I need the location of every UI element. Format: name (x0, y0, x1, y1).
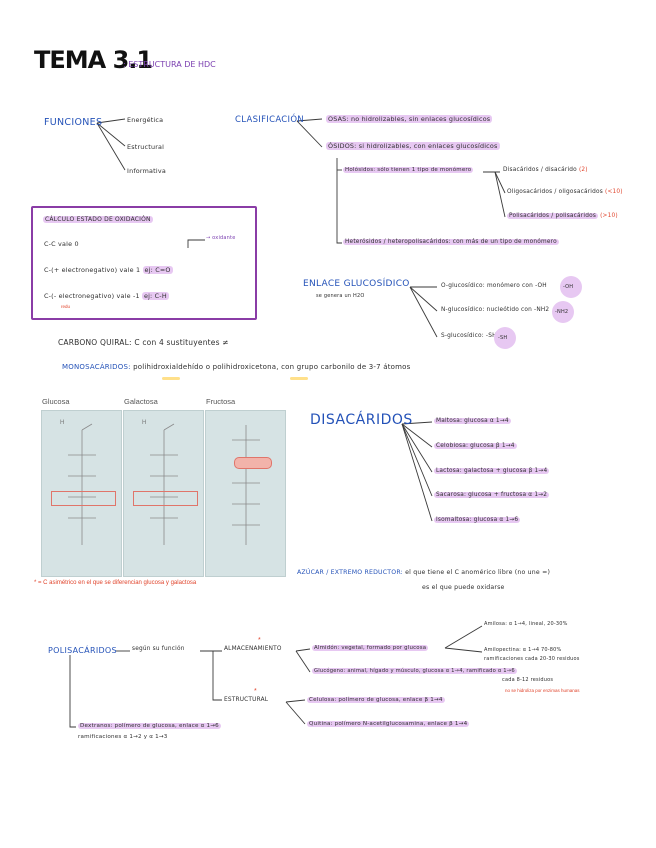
oxidacion-row: C-C vale 0 (44, 240, 79, 248)
clasificacion-label: CLASIFICACIÓN (235, 115, 304, 125)
dextranos-text-2: ramificaciones α 1→2 y α 1→3 (78, 734, 168, 740)
badge-circle (560, 276, 582, 298)
funcion-item: Estructural (127, 143, 165, 151)
amilopectina-text-2: ramificaciones cada 20-30 residuos (484, 656, 580, 662)
carbono-quiral: CARBONO QUIRAL: C con 4 sustituyentes ≠ (58, 338, 229, 347)
monosacaridos-line: MONOSACÁRIDOS: polihidroxialdehído o pol… (62, 363, 411, 371)
oxidacion-box (31, 206, 257, 320)
asterisk: * (258, 637, 261, 644)
quitina-text: Quitina: polímero N-acetilglucosamina, e… (307, 721, 470, 727)
atom-label: H (60, 420, 65, 426)
atom-label: H (142, 420, 147, 426)
highlight-mark (162, 377, 180, 380)
osidos-text: ÓSIDOS: si hidrolizables, con enlaces gl… (326, 142, 500, 150)
glucosa-panel (41, 410, 122, 577)
oligo-item: Polisacáridos / polisacáridos (>10) (507, 213, 618, 219)
disacarido-item: Lactosa: galactosa + glucosa β 1→4 (434, 468, 550, 474)
diff-highlight-galactosa (133, 491, 198, 506)
almidon-text: Almidón: vegetal, formado por glucosa (312, 645, 429, 651)
oxidacion-row: C-(- electronegativo) vale -1 ej: C-H (44, 292, 169, 300)
funciones-label: FUNCIONES (44, 117, 103, 128)
diff-highlight-glucosa (51, 491, 116, 506)
celulosa-note: no se hidroliza por enzimas humanas (505, 688, 580, 693)
amilopectina-text: Amilopectina: α 1→4 70-80% (484, 647, 562, 653)
glucogeno-text-2: cada 8-12 residuos (502, 677, 554, 683)
dextranos-text: Dextranos: polímero de glucosa, enlace α… (78, 723, 221, 729)
estructural-label: ESTRUCTURAL (224, 697, 269, 703)
oligo-item: Oligosacáridos / oligosacáridos (<10) (507, 189, 623, 195)
almacenamiento-label: ALMACENAMIENTO (224, 646, 282, 652)
badge-circle (552, 301, 574, 323)
celulosa-text: Celulosa: polímero de glucosa, enlace β … (307, 697, 445, 703)
polisacaridos-label: POLISACÁRIDOS (48, 646, 117, 655)
highlight-mark (290, 377, 308, 380)
glucogeno-text: Glucógeno: animal, hígado y músculo, glu… (312, 668, 517, 674)
asterisk: * (254, 688, 257, 695)
badge-circle (494, 327, 516, 349)
panel-label-glucosa: Glucosa (42, 397, 70, 406)
osas-text: OSAS: no hidrolizables, sin enlaces gluc… (326, 115, 493, 123)
enlace-label: ENLACE GLUCOSÍDICO (303, 279, 410, 289)
segun-funcion: según su función (132, 646, 185, 652)
fructosa-panel (205, 410, 286, 577)
azucar-line1: AZÚCAR / EXTREMO REDUCTOR: el que tiene … (297, 569, 551, 576)
amilosa-text: Amilosa: α 1→4, lineal, 20-30% (484, 621, 568, 627)
oxidante-note: → oxidante (206, 235, 236, 241)
panel-label-fructosa: Fructosa (206, 397, 236, 406)
disacarido-item: Sacarosa: glucosa + fructosa α 1→2 (434, 492, 550, 498)
disacarido-item: Isomaltosa: glucosa α 1→6 (434, 517, 521, 523)
enlace-sub: se genera un H2O (316, 293, 365, 299)
carbonyl-highlight (234, 457, 272, 469)
oligo-item: Disacáridos / disacárido (2) (503, 167, 588, 173)
enlace-item: O-glucosídico: monómero con -OH (441, 283, 547, 289)
heterosidos-text: Heterósidos / heteropolisacáridos: con m… (343, 239, 559, 245)
enlace-badge: -OH (563, 284, 574, 290)
panel-label-galactosa: Galactosa (124, 397, 158, 406)
funcion-item: Informativa (127, 167, 166, 175)
enlace-badge: -NH2 (555, 309, 569, 315)
azucar-line2: es el que puede oxidarse (422, 584, 505, 591)
disacarido-item: Celobiosa: glucosa β 1→4 (434, 443, 517, 449)
figure-caption: * = C asimétrico en el que se diferencia… (34, 580, 197, 586)
disacaridos-label: DISACÁRIDOS (310, 412, 413, 428)
holosidos-text: Holósidos: sólo tienen 1 tipo de monómer… (343, 167, 474, 173)
reductor-note: redu (61, 304, 71, 309)
funcion-item: Energética (127, 116, 164, 124)
disacarido-item: Maltosa: glucosa α 1→4 (434, 418, 511, 424)
page-title: TEMA 3.1 (34, 46, 153, 74)
oxidacion-title: CÁLCULO ESTADO DE OXIDACIÓN (43, 216, 153, 223)
oxidacion-row: C-(+ electronegativo) vale 1 ej: C=O (44, 266, 173, 274)
enlace-item: N-glucosídico: nucleótido con -NH2 (441, 307, 550, 313)
enlace-badge: -SH (498, 335, 508, 341)
galactosa-panel (123, 410, 204, 577)
enlace-item: S-glucosídico: -SH (441, 333, 497, 339)
page-subtitle: : ESTRUCTURA DE HDC (123, 60, 216, 69)
